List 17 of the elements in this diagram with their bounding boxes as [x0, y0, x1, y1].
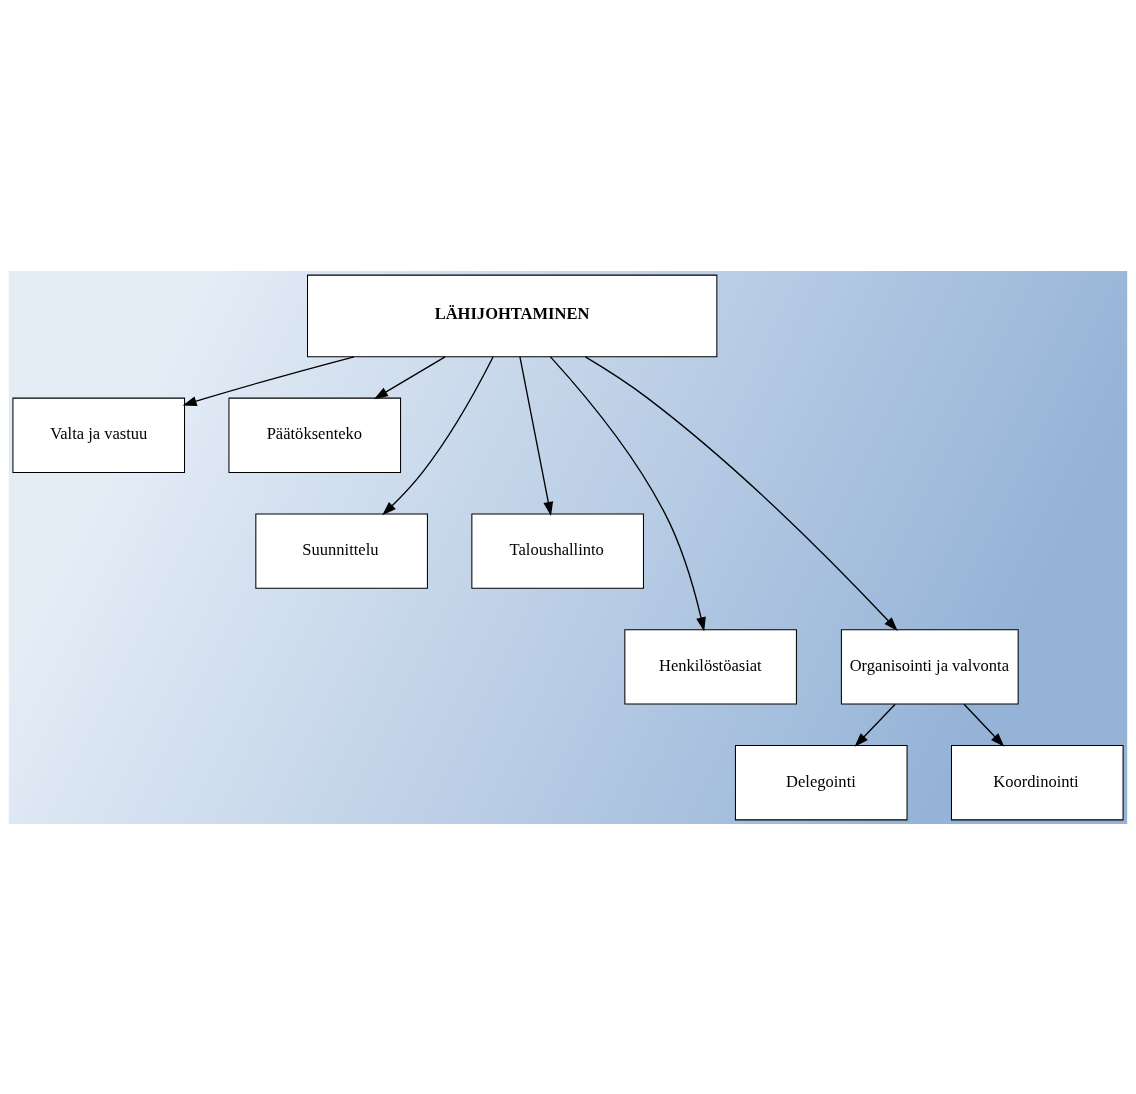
node-box: Organisointi ja valvonta	[840, 628, 1019, 705]
node-box: Delegointi	[734, 744, 908, 820]
node-box: Taloushallinto	[471, 512, 644, 589]
node-box: Päätöksenteko	[228, 397, 402, 473]
arrow	[519, 355, 554, 516]
arrow	[373, 355, 446, 399]
node-box: Henkilöstöasiat	[624, 628, 797, 705]
arrow	[963, 703, 1005, 747]
arrow	[382, 355, 494, 515]
node-box: Suunnittelu	[255, 512, 428, 589]
node-box: LÄHIJOHTAMINEN	[307, 274, 718, 357]
node-box: Koordinointi	[950, 744, 1124, 820]
node-box: Valta ja vastuu	[12, 397, 186, 473]
arrow	[854, 703, 896, 747]
arrow	[182, 355, 355, 406]
arrow	[549, 355, 706, 631]
arrow	[584, 355, 898, 631]
